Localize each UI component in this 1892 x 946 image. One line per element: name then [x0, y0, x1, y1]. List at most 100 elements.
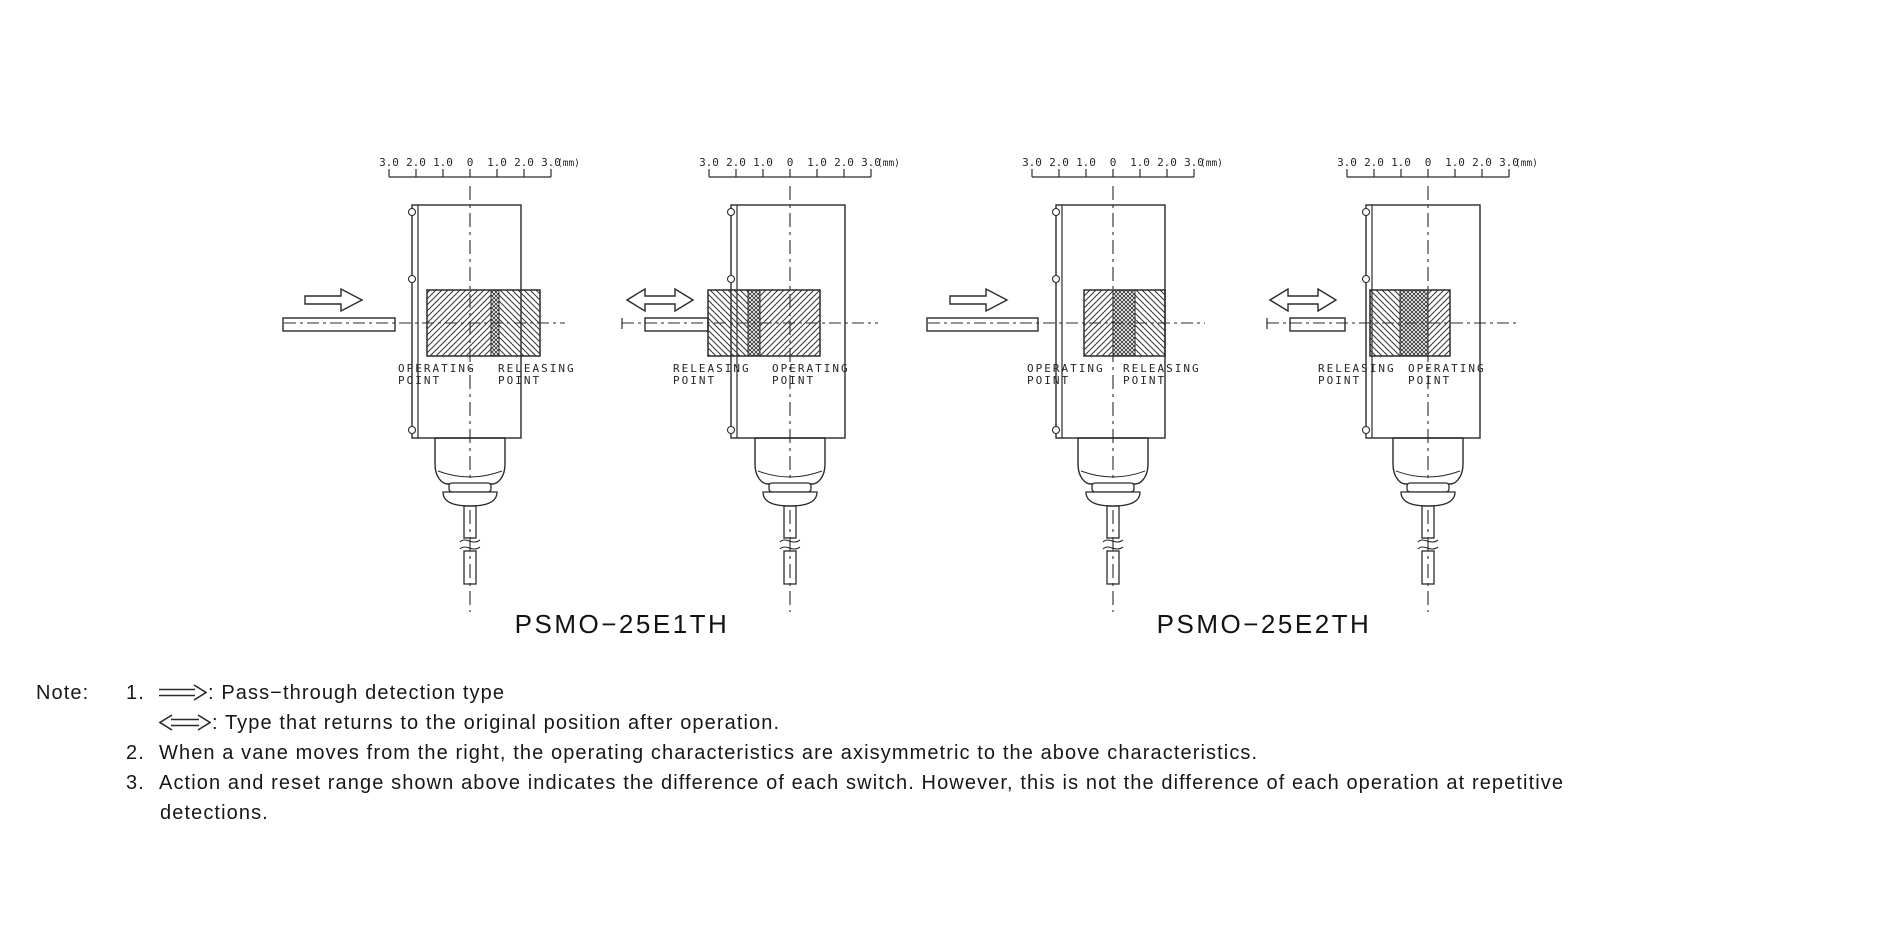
- note-line-1: Note: 1. : Pass−through detection type: [36, 678, 1564, 708]
- scale-tick-label: 0: [1425, 156, 1432, 169]
- clamp-screw: [726, 425, 736, 435]
- operating-point-label-line1: OPERATING: [398, 362, 476, 375]
- pass-through-arrow-icon: [304, 287, 364, 313]
- diagram-e2th-pass-through: 3.0 2.0 1.0 0 1.0 2.0 3.0 (mm) OPERATING…: [926, 156, 1223, 612]
- hysteresis-crosshatch: [1399, 289, 1429, 357]
- mounting-nut: [434, 437, 506, 485]
- releasing-point-label-line1: RELEASING: [673, 362, 751, 375]
- releasing-point-label-line2: POINT: [498, 374, 541, 387]
- return-arrow-icon: [1268, 287, 1338, 313]
- diagram-e2th-return: 3.0 2.0 1.0 0 1.0 2.0 3.0 (mm) RELEASING…: [1266, 156, 1538, 612]
- nut-chamfer-arc: [757, 470, 823, 478]
- cable-lower: [463, 550, 477, 585]
- notes-section: Note: 1. : Pass−through detection type :…: [36, 678, 1564, 828]
- note-1-number: 1.: [126, 681, 145, 704]
- note-line-4: 3. Action and reset range shown above in…: [36, 768, 1564, 798]
- flange: [442, 491, 498, 507]
- vane: [926, 317, 1039, 332]
- releasing-point-label-line2: POINT: [673, 374, 716, 387]
- washer: [768, 482, 812, 493]
- cable-lower: [1421, 550, 1435, 585]
- cable-upper: [463, 505, 477, 539]
- note-1-text: : Pass−through detection type: [208, 681, 506, 704]
- mm-scale-ruler: [1031, 169, 1195, 178]
- hysteresis-crosshatch: [747, 289, 761, 357]
- hysteresis-crosshatch: [1112, 289, 1136, 357]
- scale-tick-label: 2.0: [1049, 156, 1069, 169]
- diagram-e1th-pass-through: 3.0 2.0 1.0 0 1.0 2.0 3.0 (mm) OPERATING…: [282, 156, 580, 612]
- scale-tick-label: 3.0: [1499, 156, 1519, 169]
- scale-tick-label: 3.0: [541, 156, 561, 169]
- mounting-nut: [754, 437, 826, 485]
- vane: [644, 317, 709, 332]
- releasing-range-hatch: [1134, 289, 1166, 357]
- operating-range-hatch: [1083, 289, 1114, 357]
- note-line-5: detections.: [36, 798, 1564, 828]
- note-2-text: When a vane moves from the right, the op…: [159, 741, 1259, 764]
- return-arrow-icon: [625, 287, 695, 313]
- clamp-screw: [1051, 425, 1061, 435]
- operating-point-label-line2: POINT: [398, 374, 441, 387]
- scale-tick-label: 1.0: [433, 156, 453, 169]
- scale-tick-label: 0: [467, 156, 474, 169]
- hysteresis-crosshatch: [490, 289, 500, 357]
- scale-tick-label: 3.0: [699, 156, 719, 169]
- note-3-text: Action and reset range shown above indic…: [159, 771, 1565, 794]
- detection-band-outline: [1083, 289, 1166, 357]
- mm-scale-ruler: [708, 169, 872, 178]
- mm-scale-ruler: [1346, 169, 1510, 178]
- notes-heading: Note:: [36, 681, 90, 704]
- nut-chamfer-arc: [437, 470, 503, 478]
- scale-tick-label: 2.0: [514, 156, 534, 169]
- releasing-range-hatch: [498, 289, 541, 357]
- scale-tick-label: 3.0: [1337, 156, 1357, 169]
- note-3-number: 3.: [126, 771, 145, 794]
- clamp-screw: [407, 274, 417, 284]
- clamp-screw: [1051, 274, 1061, 284]
- cable-upper: [783, 505, 797, 539]
- washer: [1091, 482, 1135, 493]
- vane: [282, 317, 396, 332]
- detection-band-outline: [426, 289, 541, 357]
- operating-point-label-line2: POINT: [772, 374, 815, 387]
- model-caption-psmo-25e1th: PSMO−25E1TH: [514, 609, 730, 639]
- note-3-continuation: detections.: [160, 801, 269, 824]
- scale-tick-label: 1.0: [1076, 156, 1096, 169]
- scale-unit-label: (mm): [557, 158, 580, 169]
- note-line-3: 2. When a vane moves from the right, the…: [36, 738, 1564, 768]
- scale-tick-label: 2.0: [1157, 156, 1177, 169]
- releasing-point-label-line1: RELEASING: [498, 362, 576, 375]
- note-line-2: : Type that returns to the original posi…: [36, 708, 1564, 738]
- scale-tick-label: 3.0: [1022, 156, 1042, 169]
- cable-break-mark: [459, 539, 481, 550]
- scale-tick-label: 1.0: [487, 156, 507, 169]
- nut-chamfer-arc: [1080, 470, 1146, 478]
- operating-range-hatch: [426, 289, 492, 357]
- pass-through-arrow-icon: [949, 287, 1009, 313]
- operating-range-hatch: [759, 289, 821, 357]
- scale-tick-label: 1.0: [807, 156, 827, 169]
- operating-point-label-line1: OPERATING: [772, 362, 850, 375]
- washer: [448, 482, 492, 493]
- scale-tick-label: 2.0: [1364, 156, 1384, 169]
- scale-tick-label: 2.0: [1472, 156, 1492, 169]
- scale-tick-label: 0: [787, 156, 794, 169]
- detection-band-outline: [1369, 289, 1451, 357]
- return-arrow-icon: [159, 714, 211, 731]
- operating-point-label-line1: OPERATING: [1027, 362, 1105, 375]
- cable-lower: [1106, 550, 1120, 585]
- scale-tick-label: 2.0: [726, 156, 746, 169]
- operating-point-label-line1: OPERATING: [1408, 362, 1486, 375]
- operating-point-label-line2: POINT: [1027, 374, 1070, 387]
- cable-break-mark: [779, 539, 801, 550]
- cable-upper: [1106, 505, 1120, 539]
- scale-tick-label: 3.0: [379, 156, 399, 169]
- scale-unit-label: (mm): [1200, 158, 1223, 169]
- note-1b-text: : Type that returns to the original posi…: [212, 711, 781, 734]
- mounting-nut: [1077, 437, 1149, 485]
- scale-unit-label: (mm): [877, 158, 900, 169]
- clamp-screw: [726, 207, 736, 217]
- vane: [1289, 317, 1346, 332]
- releasing-point-label-line1: RELEASING: [1318, 362, 1396, 375]
- scale-tick-label: 3.0: [1184, 156, 1204, 169]
